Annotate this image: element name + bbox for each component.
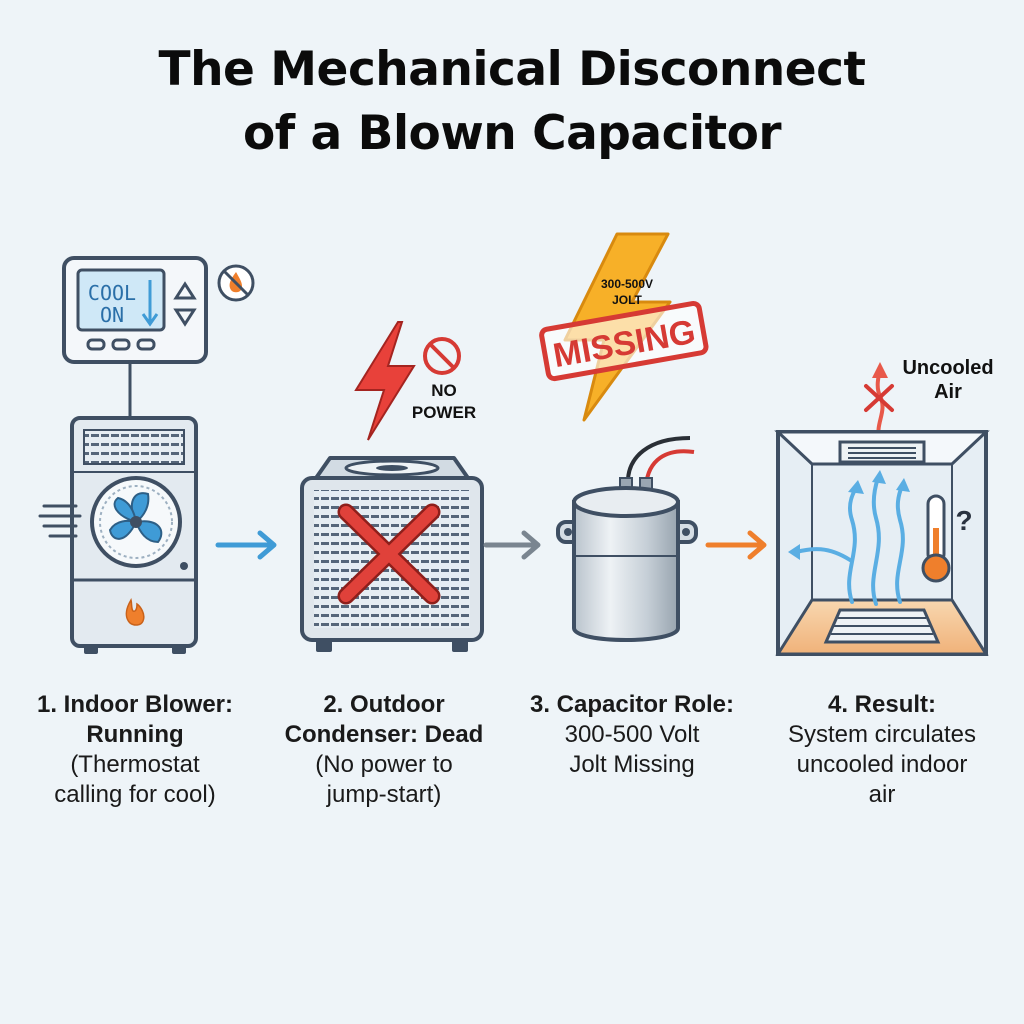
thermostat-button: [136, 338, 156, 351]
title-line-2: of a Blown Capacitor: [242, 106, 782, 161]
step-2-caption: 2. Outdoor Condenser: Dead (No power to …: [264, 690, 504, 810]
thermostat-button: [111, 338, 131, 351]
uncooled-label-1: Uncooled: [902, 357, 993, 379]
step-1-caption: 1. Indoor Blower: Running (Thermostat ca…: [15, 690, 255, 810]
thermostat-down-arrow-icon: [141, 280, 159, 327]
step-4-title: 4. Result:: [827, 691, 937, 718]
thermostat: COOL ON: [62, 256, 208, 364]
step-3-caption: 3. Capacitor Role: 300-500 Volt Jolt Mis…: [512, 690, 752, 780]
step-1-description: (Thermostat calling for cool): [54, 751, 216, 808]
step-2-description: (No power to jump-start): [315, 751, 453, 808]
uncooled-label-2: Air: [934, 381, 962, 403]
power-bolt-icon: [354, 321, 416, 441]
uncooled-air-exit-arrow-icon: [864, 362, 894, 441]
indicator-light: [180, 562, 188, 570]
step-1-title: 1. Indoor Blower: Running: [36, 691, 233, 748]
dead-x-icon: [337, 503, 441, 605]
step-3-description: 300-500 Volt Jolt Missing: [564, 721, 700, 778]
jolt-label-1: 300-500V: [601, 277, 653, 291]
thermometer-icon: [921, 494, 951, 583]
title-line-1: The Mechanical Disconnect: [158, 42, 866, 97]
thermostat-button: [86, 338, 106, 351]
step-4-description: System circulates uncooled indoor air: [787, 721, 977, 808]
temp-up-icon: [173, 281, 197, 300]
capacitor: [556, 436, 698, 642]
no-power-label-1: NO: [431, 381, 457, 400]
temp-down-icon: [173, 308, 197, 327]
step-2-title: 2. Outdoor Condenser: Dead: [284, 691, 484, 748]
air-circulation-arrows-icon: [794, 476, 905, 606]
air-arrowheads: [788, 470, 910, 560]
airflow-lines-icon: [38, 504, 82, 538]
jolt-label-2: JOLT: [612, 293, 642, 307]
no-symbol-icon: [423, 337, 461, 375]
thermostat-on-text: ON: [100, 303, 124, 327]
burner-flame-icon: [125, 598, 145, 626]
flow-arrow-blue: [215, 530, 277, 560]
missing-stamp: MISSING: [539, 300, 709, 382]
thermostat-cool-text: COOL: [88, 281, 136, 305]
floor-vent: [823, 608, 941, 644]
no-heat-icon: [217, 264, 255, 302]
flow-arrow-orange: [705, 530, 767, 560]
ceiling-vent: [838, 440, 926, 464]
flow-arrow-gray: [483, 530, 541, 560]
indoor-blower-unit: [70, 416, 198, 654]
step-4-caption: 4. Result: System circulates uncooled in…: [762, 690, 1002, 810]
room-interior: ?: [774, 430, 990, 656]
no-power-label-2: POWER: [412, 403, 476, 422]
fan-icon: [90, 476, 182, 568]
page-title: The Mechanical Disconnect of a Blown Cap…: [0, 38, 1024, 166]
question-mark: ?: [955, 505, 972, 536]
step-3-title: 3. Capacitor Role:: [529, 691, 735, 718]
outdoor-condenser-unit: [300, 456, 484, 652]
